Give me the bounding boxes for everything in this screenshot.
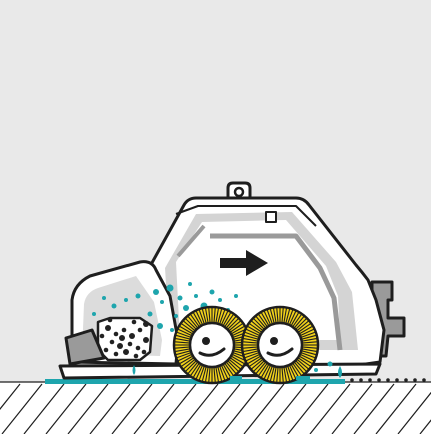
water-droplet-icon: [124, 298, 128, 302]
dirt-particle-icon: [143, 321, 149, 327]
water-droplet-icon: [112, 304, 117, 309]
dirt-particle-icon: [395, 378, 399, 382]
water-droplet-icon: [178, 296, 183, 301]
dirt-particle-icon: [114, 352, 119, 357]
dirt-particle-icon: [110, 340, 115, 345]
dirt-particle-icon: [122, 328, 127, 333]
water-droplet-icon: [188, 282, 192, 286]
water-droplet-icon: [234, 294, 238, 298]
water-droplet-icon: [153, 289, 159, 295]
water-droplet-icon: [314, 368, 318, 372]
water-droplet-icon: [218, 298, 222, 302]
water-droplet-icon: [157, 323, 163, 329]
dirt-particle-icon: [413, 378, 417, 382]
dirt-particle-icon: [100, 334, 105, 339]
dirt-particle-icon: [359, 378, 363, 382]
dirt-particle-icon: [105, 325, 111, 331]
dirt-particle-icon: [138, 328, 143, 333]
water-droplet-icon: [174, 314, 178, 318]
dirt-particle-icon: [119, 335, 125, 341]
water-droplet-icon: [92, 312, 96, 316]
dirt-particle-icon: [114, 332, 119, 337]
dirt-particle-icon: [132, 320, 137, 325]
dirt-particle-icon: [134, 354, 139, 359]
dirt-particle-icon: [143, 337, 149, 343]
water-droplet-icon: [160, 300, 164, 304]
water-droplet-icon: [102, 296, 106, 300]
water-droplet-icon: [210, 290, 215, 295]
water-droplet-icon: [148, 312, 153, 317]
water-droplet-icon: [136, 294, 141, 299]
dirt-particle-icon: [422, 378, 426, 382]
dirt-particle-icon: [386, 378, 390, 382]
dirt-particle-icon: [117, 343, 123, 349]
dirt-particle-icon: [368, 378, 372, 382]
dirt-particle-icon: [128, 342, 133, 347]
dirt-trail: [350, 378, 426, 382]
dirt-particle-icon: [123, 349, 129, 355]
water-droplet-icon: [194, 294, 198, 298]
water-droplet-icon: [170, 328, 174, 332]
dirt-particle-icon: [108, 318, 113, 323]
water-droplet-icon: [328, 362, 333, 367]
dirt-particle-icon: [350, 378, 354, 382]
roller-brush-icon: [242, 307, 318, 383]
dirt-particle-icon: [142, 350, 147, 355]
floor-hatching: [0, 382, 431, 434]
water-droplet-icon: [167, 285, 174, 292]
dirt-particle-icon: [377, 378, 381, 382]
roller-brush-icon: [174, 307, 250, 383]
dirt-particle-icon: [136, 346, 141, 351]
water-droplet-icon: [183, 305, 189, 311]
dirt-particle-icon: [129, 333, 135, 339]
dirt-particle-icon: [104, 348, 109, 353]
dirt-particle-icon: [404, 378, 408, 382]
